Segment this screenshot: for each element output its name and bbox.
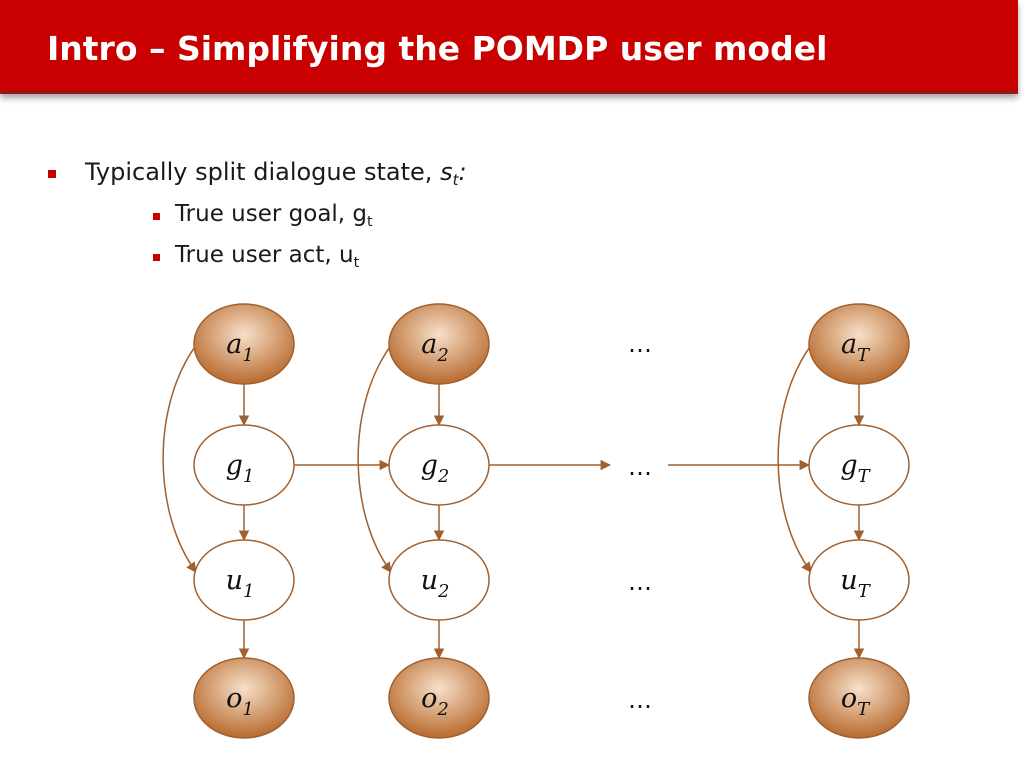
- node-u2-label: u2: [421, 565, 450, 602]
- node-g2-label: g2: [421, 450, 450, 487]
- bullet-square-icon: [153, 213, 160, 220]
- node-gT: gT: [808, 424, 910, 506]
- node-u2: u2: [388, 539, 490, 621]
- node-o1: o1: [193, 657, 295, 739]
- bullet-square-icon: [153, 254, 160, 261]
- node-a2-shape: [388, 303, 490, 385]
- bullet-sub-act-sub: t: [353, 254, 360, 271]
- node-g2-shape: [388, 424, 490, 506]
- bullet-main-suffix: :: [458, 158, 467, 186]
- ellipsis-g: …: [628, 453, 652, 481]
- bullet-sub-goal-text: True user goal, g: [175, 201, 368, 227]
- node-o2-shape: [388, 657, 490, 739]
- node-g1-label: g1: [226, 450, 255, 487]
- edges-layer: [162, 343, 865, 660]
- node-u1-label: u1: [226, 565, 255, 602]
- bullet-main: Typically split dialogue state, st:: [48, 158, 467, 190]
- ellipsis-o: …: [628, 686, 652, 714]
- ellipsis-u: …: [628, 568, 652, 596]
- bullet-sub-goal-sub: t: [367, 213, 373, 230]
- bullet-sub-act: True user act, ut: [153, 242, 360, 271]
- node-aT: aT: [808, 303, 910, 385]
- slide-title: Intro – Simplifying the POMDP user model: [47, 29, 828, 68]
- node-g1: g1: [193, 424, 295, 506]
- node-uT-label: uT: [840, 565, 871, 602]
- ellipsis-layer: … … … …: [628, 330, 652, 714]
- node-a1-label: a1: [226, 329, 254, 366]
- node-a2: a2: [388, 303, 490, 385]
- node-uT: uT: [808, 539, 910, 621]
- node-oT: oT: [808, 657, 910, 739]
- node-u2-shape: [388, 539, 490, 621]
- node-o1-shape: [193, 657, 295, 739]
- node-gT-shape: [808, 424, 910, 506]
- edge-aT-uT: [777, 343, 813, 573]
- node-a1: a1: [193, 303, 295, 385]
- title-bar: Intro – Simplifying the POMDP user model: [0, 0, 1018, 94]
- node-uT-shape: [808, 539, 910, 621]
- node-a1-shape: [193, 303, 295, 385]
- edge-a1-u1: [162, 343, 198, 573]
- node-u1: u1: [193, 539, 295, 621]
- bullet-sub-goal: True user goal, gt: [153, 201, 373, 230]
- edge-a2-u2: [357, 343, 393, 573]
- node-oT-label: oT: [841, 683, 871, 720]
- bullet-sub-act-text: True user act, u: [175, 242, 354, 268]
- node-aT-shape: [808, 303, 910, 385]
- node-gT-label: gT: [840, 450, 871, 487]
- bullet-square-icon: [48, 170, 56, 178]
- node-g1-shape: [193, 424, 295, 506]
- node-oT-shape: [808, 657, 910, 739]
- bullet-main-text: Typically split dialogue state,: [85, 158, 441, 186]
- node-o1-label: o1: [226, 683, 254, 720]
- ellipsis-a: …: [628, 330, 652, 358]
- node-o2: o2: [388, 657, 490, 739]
- nodes-layer: a1 g1 u1 o1 a2 g2 u2 o2 aT gT uT oT: [193, 303, 910, 739]
- node-a2-label: a2: [421, 329, 449, 366]
- bullet-main-var: st: [440, 158, 459, 190]
- node-u1-shape: [193, 539, 295, 621]
- node-g2: g2: [388, 424, 490, 506]
- node-o2-label: o2: [421, 683, 449, 720]
- node-aT-label: aT: [841, 329, 871, 366]
